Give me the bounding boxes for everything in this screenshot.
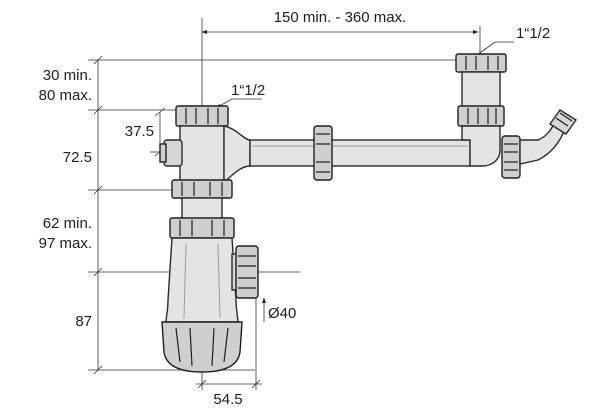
dimension-labels: 150 min. - 360 max. 1“1/2 1“1/2 30 min. …: [39, 9, 551, 408]
upper-max-label: 80 max.: [39, 87, 92, 104]
tick-3: [93, 185, 103, 195]
overflow-cap: [159, 143, 167, 163]
bottom-cup-ribs: [175, 327, 229, 367]
outlet-diameter-label: Ø40: [268, 305, 296, 322]
width-range-label: 150 min. - 360 max.: [274, 9, 407, 26]
tick-5: [93, 365, 103, 375]
connector-mid-nut-ribs: [467, 108, 497, 124]
side-outlet-nut: [235, 245, 259, 299]
connector-riser: [461, 71, 501, 109]
dimension-lines: [88, 18, 514, 390]
connector-elbow: [461, 125, 501, 167]
upper-tube: [179, 125, 225, 183]
bottle-shade-1: [183, 243, 187, 319]
middle-max-label: 97 max.: [39, 235, 92, 252]
extension-pipe: [249, 125, 471, 181]
outlet-offset-label: 37.5: [125, 123, 154, 140]
middle-min-label: 62 min.: [43, 215, 92, 232]
offset-tick-top: [154, 107, 166, 117]
bottle-body: [165, 237, 239, 323]
connector-top-nut-ribs: [465, 56, 499, 70]
upper-connector: [455, 53, 521, 179]
side-outlet-nut-ribs: [238, 255, 256, 289]
siphon-trap: [159, 105, 259, 373]
connector-right-nut-ribs: [504, 143, 518, 171]
middle-nut: [171, 179, 233, 199]
bottle-shade-2: [217, 243, 221, 319]
tick-2: [93, 105, 103, 115]
bottom-height-label: 87: [75, 313, 92, 330]
thread-label-left: 1“1/2: [231, 82, 265, 99]
connector-mid-nut: [457, 105, 505, 127]
pipe-slip-nut-ribs: [316, 133, 330, 173]
body-height-label: 72.5: [63, 149, 92, 166]
hose-adapter: [519, 109, 578, 165]
horizontal-pipe: [249, 139, 471, 167]
dip-tube: [181, 197, 223, 221]
bottom-cup: [161, 321, 243, 373]
pipe-slip-nut: [313, 125, 333, 181]
bottle-nut-ribs: [179, 220, 225, 236]
tee-junction: [223, 125, 251, 184]
upper-min-label: 30 min.: [43, 67, 92, 84]
hose-barb-ribs: [555, 112, 573, 127]
bottom-tick-left: [197, 379, 207, 389]
bottom-tick-right: [251, 379, 261, 389]
upper-sink-nut: [175, 105, 229, 127]
bottom-width-label: 54.5: [213, 391, 242, 408]
tick-4: [93, 267, 103, 277]
upper-sink-nut-ribs: [185, 108, 219, 124]
thread-label-right: 1“1/2: [516, 25, 550, 42]
middle-nut-ribs: [181, 182, 223, 196]
tick-1: [93, 55, 103, 65]
connector-right-nut: [501, 135, 521, 179]
